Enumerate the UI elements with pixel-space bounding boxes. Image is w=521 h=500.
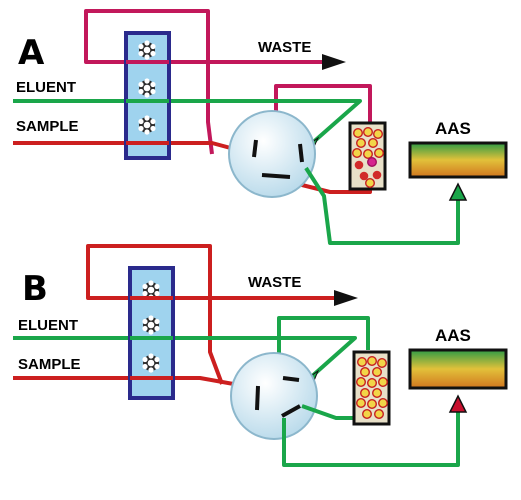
- six-port-valve-icon: [228, 110, 316, 198]
- waste-label: WASTE: [248, 274, 301, 291]
- aas-detector: AAS: [408, 326, 508, 390]
- panel-a: A WASTE ELUENT SAMPLE: [13, 9, 508, 245]
- detector-arrow-icon: [448, 182, 468, 201]
- panel-label: B: [22, 269, 48, 309]
- eluent-label: ELUENT: [18, 317, 78, 334]
- waste-arrow-icon: [322, 54, 346, 70]
- panel-label: A: [18, 33, 45, 73]
- waste-label: WASTE: [258, 39, 311, 56]
- waste-arrow-icon: [334, 290, 358, 306]
- detector-arrow-icon: [448, 394, 468, 413]
- six-port-valve-icon: [230, 352, 318, 440]
- eluent-to-detector-line: [304, 166, 460, 245]
- loop-line: [277, 316, 370, 372]
- sample-label: SAMPLE: [18, 356, 81, 373]
- aas-label: AAS: [435, 119, 471, 138]
- aas-detector: AAS: [408, 119, 508, 179]
- peristaltic-pump: [124, 31, 171, 160]
- column-inlet-line: [13, 336, 357, 380]
- sorbent-column-icon: [348, 121, 387, 191]
- column-inlet-line: [274, 84, 372, 127]
- panel-b: B WASTE ELUENT SAMPLE: [13, 244, 508, 467]
- sorbent-column-icon: [352, 350, 391, 426]
- eluent-to-detector-line: [282, 412, 460, 467]
- eluent-label: ELUENT: [16, 79, 76, 96]
- sample-label: SAMPLE: [16, 118, 79, 135]
- aas-label: AAS: [435, 326, 471, 345]
